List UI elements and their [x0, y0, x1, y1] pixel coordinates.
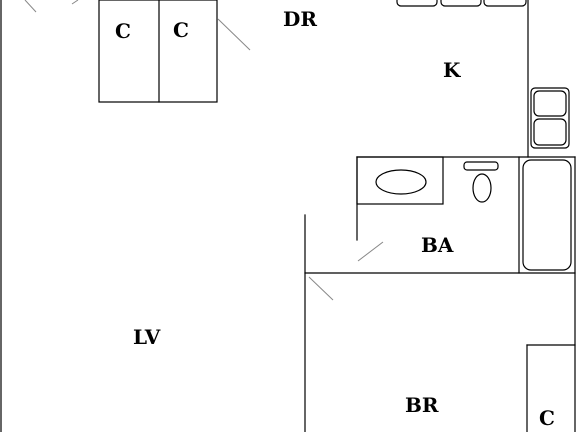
kitchen-label: K — [443, 58, 461, 82]
stove-icon — [530, 87, 570, 149]
burner-top-icon — [533, 90, 567, 117]
bedroom-closet-label: C — [539, 406, 555, 430]
toilet-bowl-icon — [472, 173, 492, 203]
bathroom-label: BA — [421, 233, 454, 257]
door-swing-top-left-2 — [71, 0, 79, 5]
bedroom-label: BR — [405, 393, 439, 417]
door-swing-bath — [357, 241, 384, 262]
dining-room-label: DR — [283, 7, 317, 31]
counter-unit-3 — [483, 0, 527, 7]
vanity — [356, 156, 444, 205]
door-swing-bedroom — [308, 276, 334, 301]
door-swing-closet — [217, 18, 251, 51]
closet-left-label: C — [115, 19, 131, 43]
closet-right-label: C — [173, 18, 189, 42]
sink-icon — [375, 169, 427, 195]
counter-unit-1 — [396, 0, 438, 7]
living-room-label: LV — [133, 325, 161, 349]
counter-unit-2 — [440, 0, 482, 7]
door-swing-top-left-1 — [24, 0, 37, 13]
toilet-tank-icon — [463, 161, 499, 171]
bathtub-icon — [522, 159, 572, 271]
closet-block — [98, 0, 218, 103]
burner-bottom-icon — [533, 118, 567, 146]
